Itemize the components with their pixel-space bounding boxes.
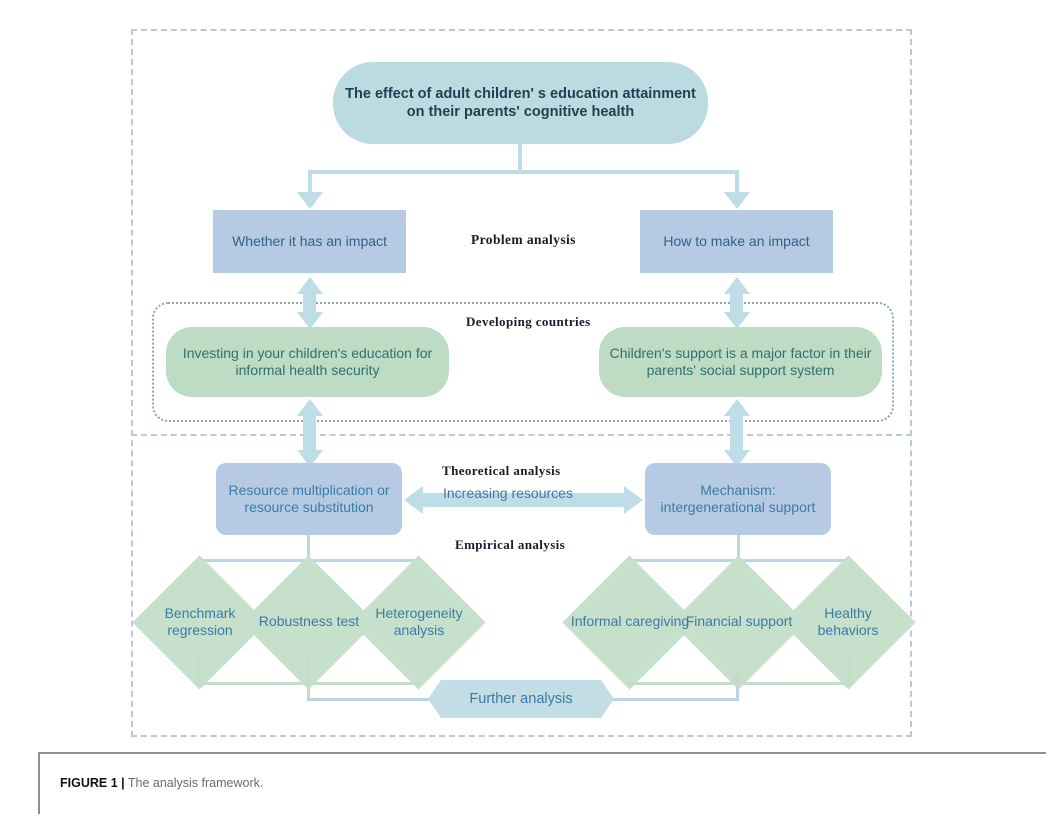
arrow-to-how <box>724 192 750 209</box>
connector-branch-right <box>735 170 739 193</box>
arrow-left-theoretical <box>404 486 423 514</box>
figure-separator: | <box>121 776 125 790</box>
node-whether-impact-label: Whether it has an impact <box>232 232 387 249</box>
node-title: The effect of adult children' s educatio… <box>333 62 708 144</box>
connector-title-stem <box>518 144 522 174</box>
node-children-support-label: Children's support is a major factor in … <box>609 344 872 379</box>
connector-title-branch <box>308 170 739 174</box>
shaft-how-support <box>730 292 743 314</box>
shaft-theoretical <box>422 493 625 507</box>
node-further-analysis-label: Further analysis <box>469 691 573 707</box>
caption-rule-left <box>38 752 40 814</box>
connector-left-to-further <box>307 682 310 700</box>
arrow-up-investing-to-resource <box>297 399 323 416</box>
arrow-down-how-to-support <box>724 312 750 329</box>
label-problem-analysis: Problem analysis <box>471 232 576 247</box>
connector-further-left-line <box>307 698 432 701</box>
caption-rule <box>38 752 1046 754</box>
node-mechanism-intergenerational: Mechanism: intergenerational support <box>645 463 831 535</box>
label-developing-countries: Developing countries <box>466 314 591 329</box>
node-whether-impact: Whether it has an impact <box>213 210 406 273</box>
shaft-whether-investing <box>303 292 316 314</box>
node-how-impact-label: How to make an impact <box>663 232 810 249</box>
node-resource-multiplication: Resource multiplication or resource subs… <box>216 463 402 535</box>
connector-left-riser-2 <box>307 655 310 685</box>
connector-left-riser-3 <box>417 655 420 685</box>
arrow-to-whether <box>297 192 323 209</box>
label-empirical-analysis: Empirical analysis <box>455 537 566 552</box>
arrow-up-whether-to-investing <box>297 277 323 294</box>
node-further-analysis: Further analysis <box>428 680 614 718</box>
node-resource-multiplication-label: Resource multiplication or resource subs… <box>228 481 390 516</box>
frame-section-divider <box>131 434 912 436</box>
developing-countries-dotted-frame <box>152 302 894 422</box>
shaft-support-mechanism <box>730 414 743 452</box>
connector-mechanism-stem <box>737 535 740 561</box>
connector-branch-left <box>308 170 312 193</box>
arrow-right-theoretical <box>624 486 643 514</box>
connector-left-riser-1 <box>198 655 201 685</box>
figure-caption-text: The analysis framework. <box>127 776 264 790</box>
node-mechanism-intergenerational-label: Mechanism: intergenerational support <box>660 481 816 516</box>
arrow-down-whether-to-investing <box>297 312 323 329</box>
arrow-up-how-to-support <box>724 277 750 294</box>
node-how-impact: How to make an impact <box>640 210 833 273</box>
node-title-label: The effect of adult children' s educatio… <box>345 85 696 120</box>
connector-further-right-riser <box>736 686 739 701</box>
outer-dashed-frame <box>131 29 912 737</box>
label-increasing-resources: Increasing resources <box>443 485 573 501</box>
figure-label: FIGURE 1 <box>60 776 118 790</box>
connector-right-riser-1 <box>628 655 631 685</box>
connector-resource-stem <box>307 535 310 561</box>
node-investing-education: Investing in your children's education f… <box>166 327 449 397</box>
node-investing-education-label: Investing in your children's education f… <box>182 344 433 379</box>
arrow-up-further-analysis <box>728 672 746 685</box>
connector-right-riser-3 <box>847 655 850 685</box>
connector-further-right-line <box>610 698 738 701</box>
label-theoretical-analysis: Theoretical analysis <box>442 463 561 478</box>
node-children-support: Children's support is a major factor in … <box>599 327 882 397</box>
arrow-down-investing-to-resource <box>297 450 323 467</box>
arrow-down-support-to-mechanism <box>724 450 750 467</box>
shaft-investing-resource <box>303 414 316 452</box>
arrow-up-support-to-mechanism <box>724 399 750 416</box>
connector-right-riser-2 <box>737 655 740 685</box>
figure-caption: FIGURE 1 | The analysis framework. <box>60 776 263 790</box>
